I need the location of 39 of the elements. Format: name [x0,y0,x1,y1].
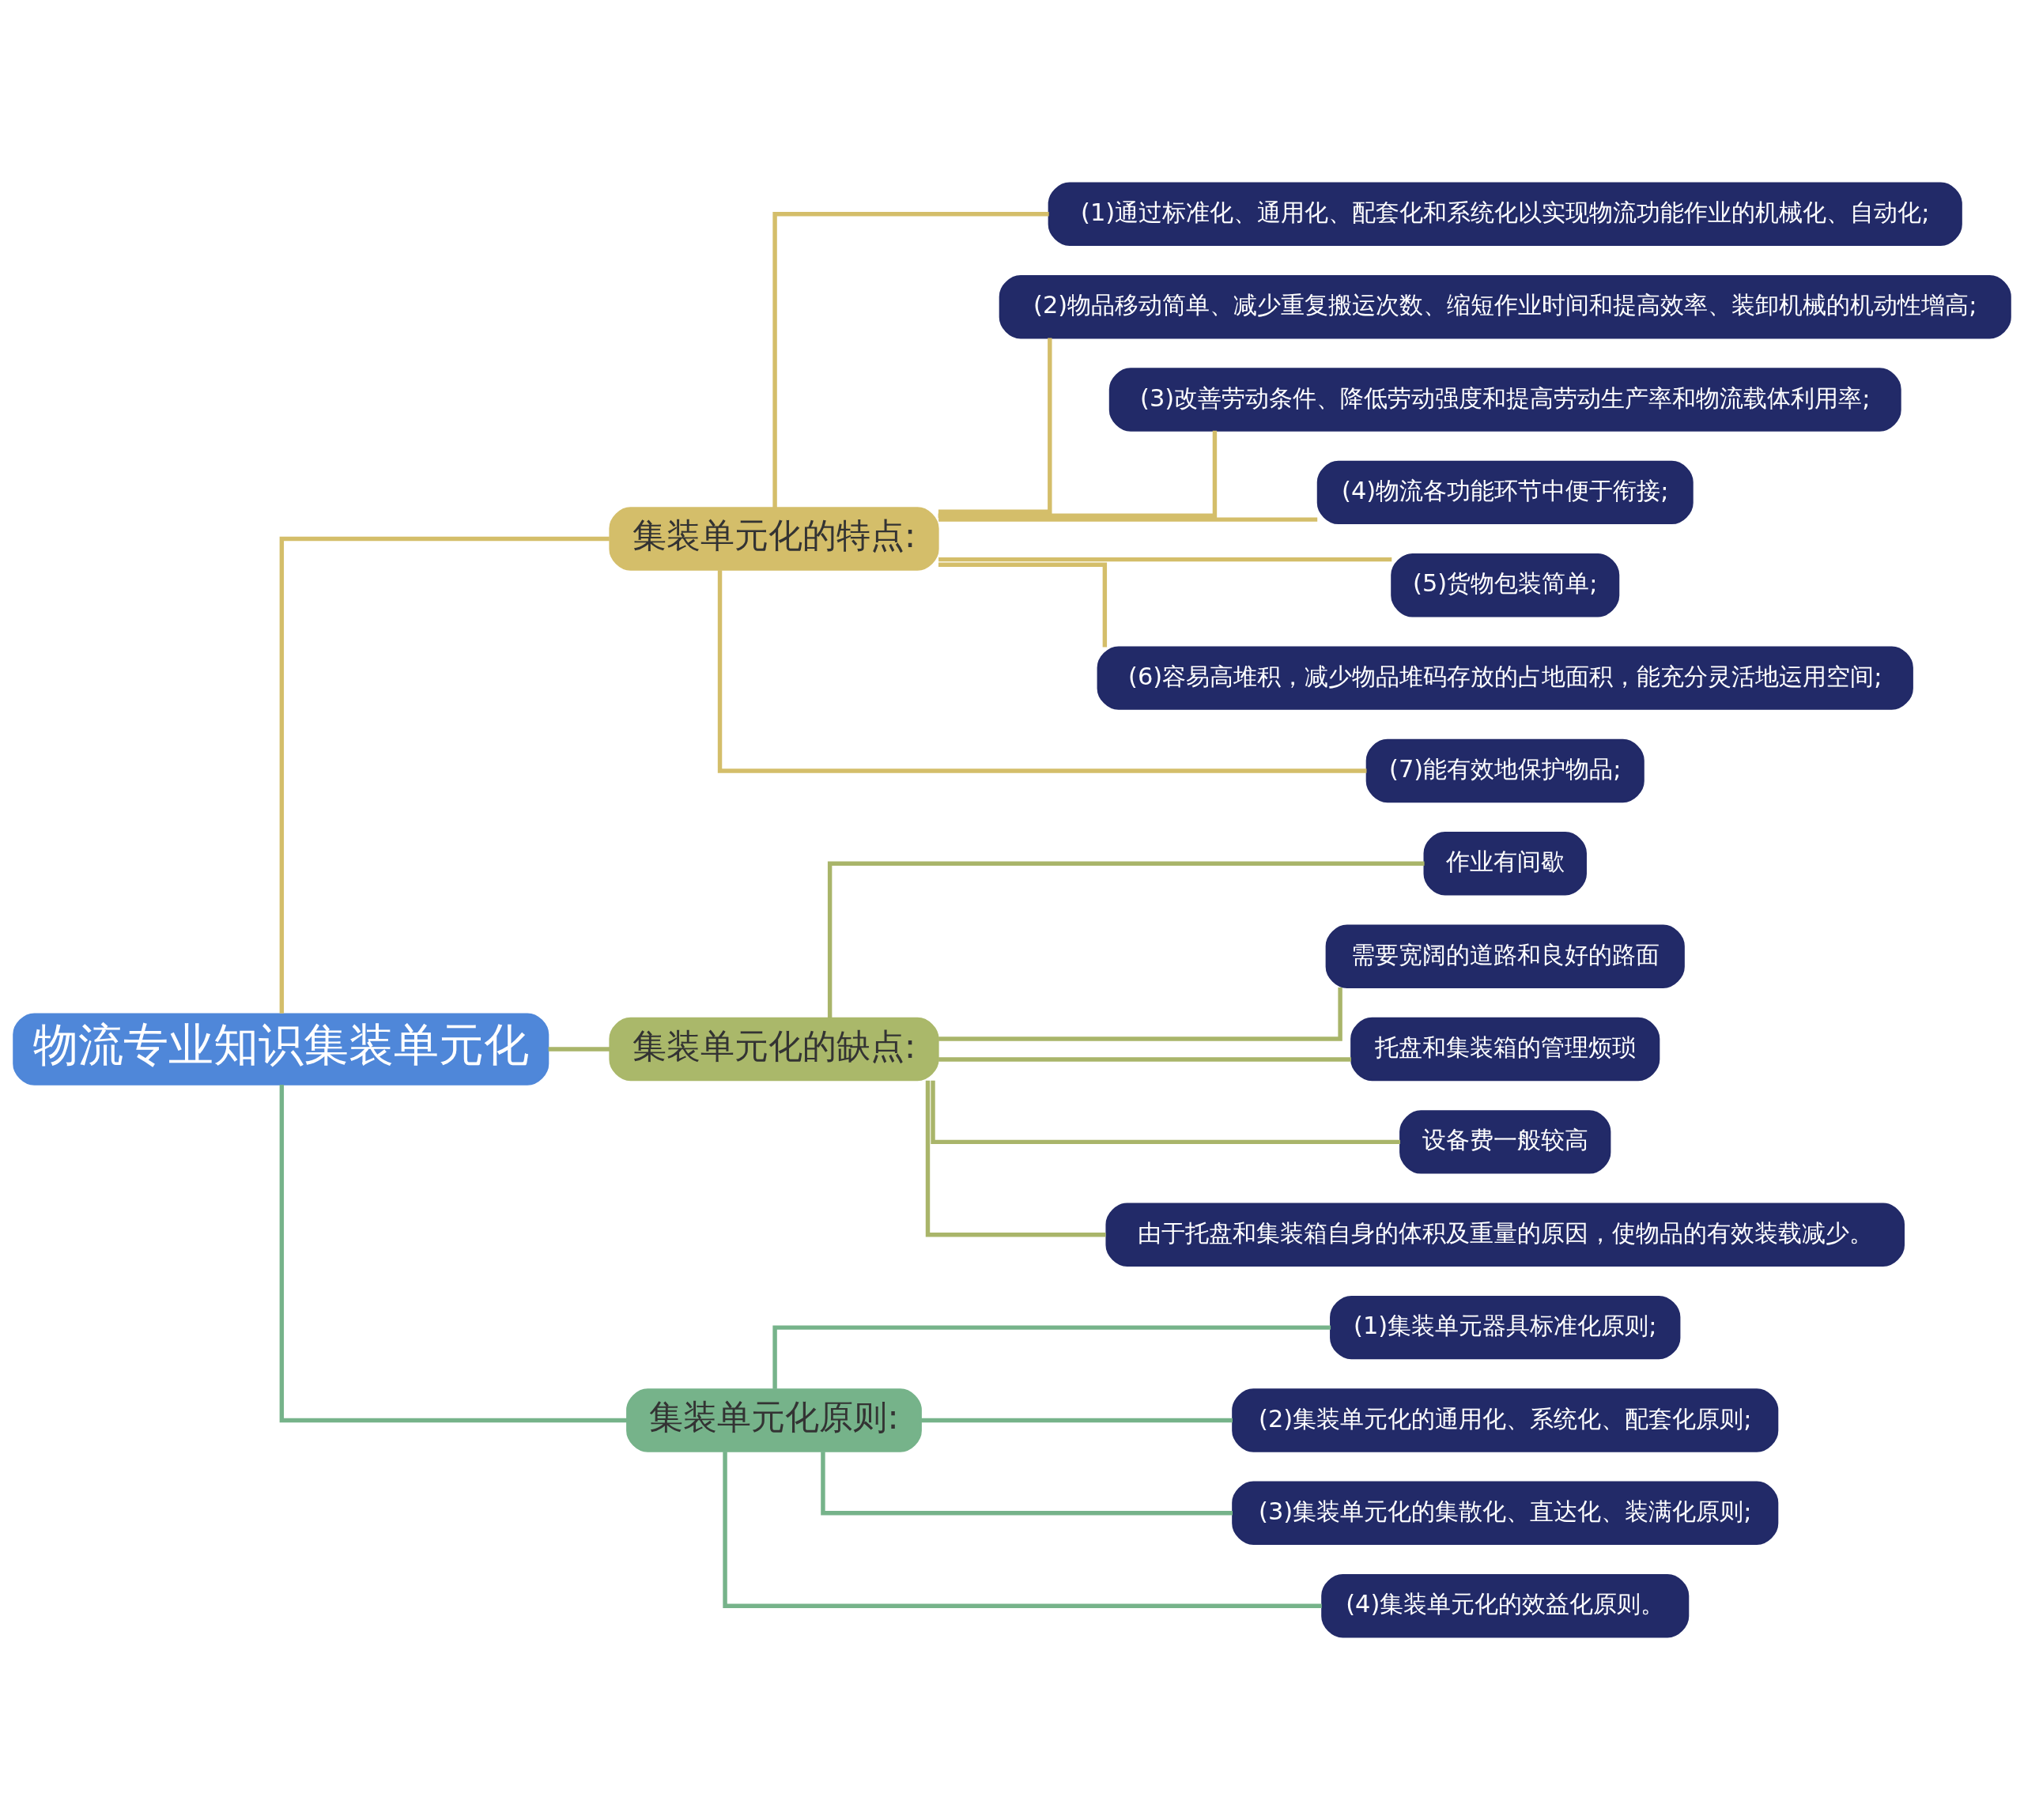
connector [827,861,1425,1018]
node-box: (2)物品移动简单、减少重复搬运次数、缩短作业时间和提高效率、装卸机械的机动性增高; [999,274,2011,339]
node-box: 由于托盘和集装箱自身的体积及重量的原因，使物品的有效装载减少。 [1105,1203,1905,1267]
node-box: 作业有间歇 [1423,832,1587,896]
connector [931,1080,1400,1145]
node-box: 物流专业知识集装单元化 [13,1013,549,1086]
node-box: (3)改善劳动条件、降低劳动强度和提高劳动生产率和物流载体利用率; [1108,368,1901,432]
connector [925,1080,1106,1237]
node-box: (4)集装单元化的效益化原则。 [1321,1574,1690,1638]
node-box: 集装单元化的缺点: [609,1017,939,1082]
connector [772,212,1049,508]
connector [938,557,1392,562]
node-box: 集装单元化原则: [626,1388,922,1452]
node-box: (2)集装单元化的通用化、系统化、配套化原则; [1232,1388,1779,1452]
node-box: (5)货物包装简单; [1391,553,1620,617]
node-box: (6)容易高堆积，减少物品堆码存放的占地面积，能充分灵活地运用空间; [1097,646,1913,710]
connector [548,1047,610,1052]
node-box: 托盘和集装箱的管理烦琐 [1350,1017,1660,1082]
node-box: (1)通过标准化、通用化、配套化和系统化以实现物流功能作业的机械化、自动化; [1048,182,1962,246]
connector [279,536,610,1014]
node-box: (3)集装单元化的集散化、直达化、装满化原则; [1232,1481,1779,1546]
connector [938,430,1218,518]
connector [772,1325,1331,1389]
node-box: 集装单元化的特点: [609,507,939,571]
connector [938,1057,1351,1062]
node-box: 需要宽阔的道路和良好的路面 [1325,924,1685,988]
node-box: (4)物流各功能环节中便于衔接; [1316,460,1694,525]
node-box: 设备费一般较高 [1399,1110,1611,1174]
node-box: (1)集装单元器具标准化原则; [1330,1295,1681,1360]
connector [938,338,1052,515]
connector [821,1452,1233,1516]
connector [938,562,1108,648]
connector [717,570,1367,773]
connector [938,987,1342,1041]
connector [723,1452,1322,1608]
connector [921,1418,1233,1423]
node-box: (7)能有效地保护物品; [1365,738,1644,803]
connector [938,517,1318,522]
connector [279,1085,628,1423]
